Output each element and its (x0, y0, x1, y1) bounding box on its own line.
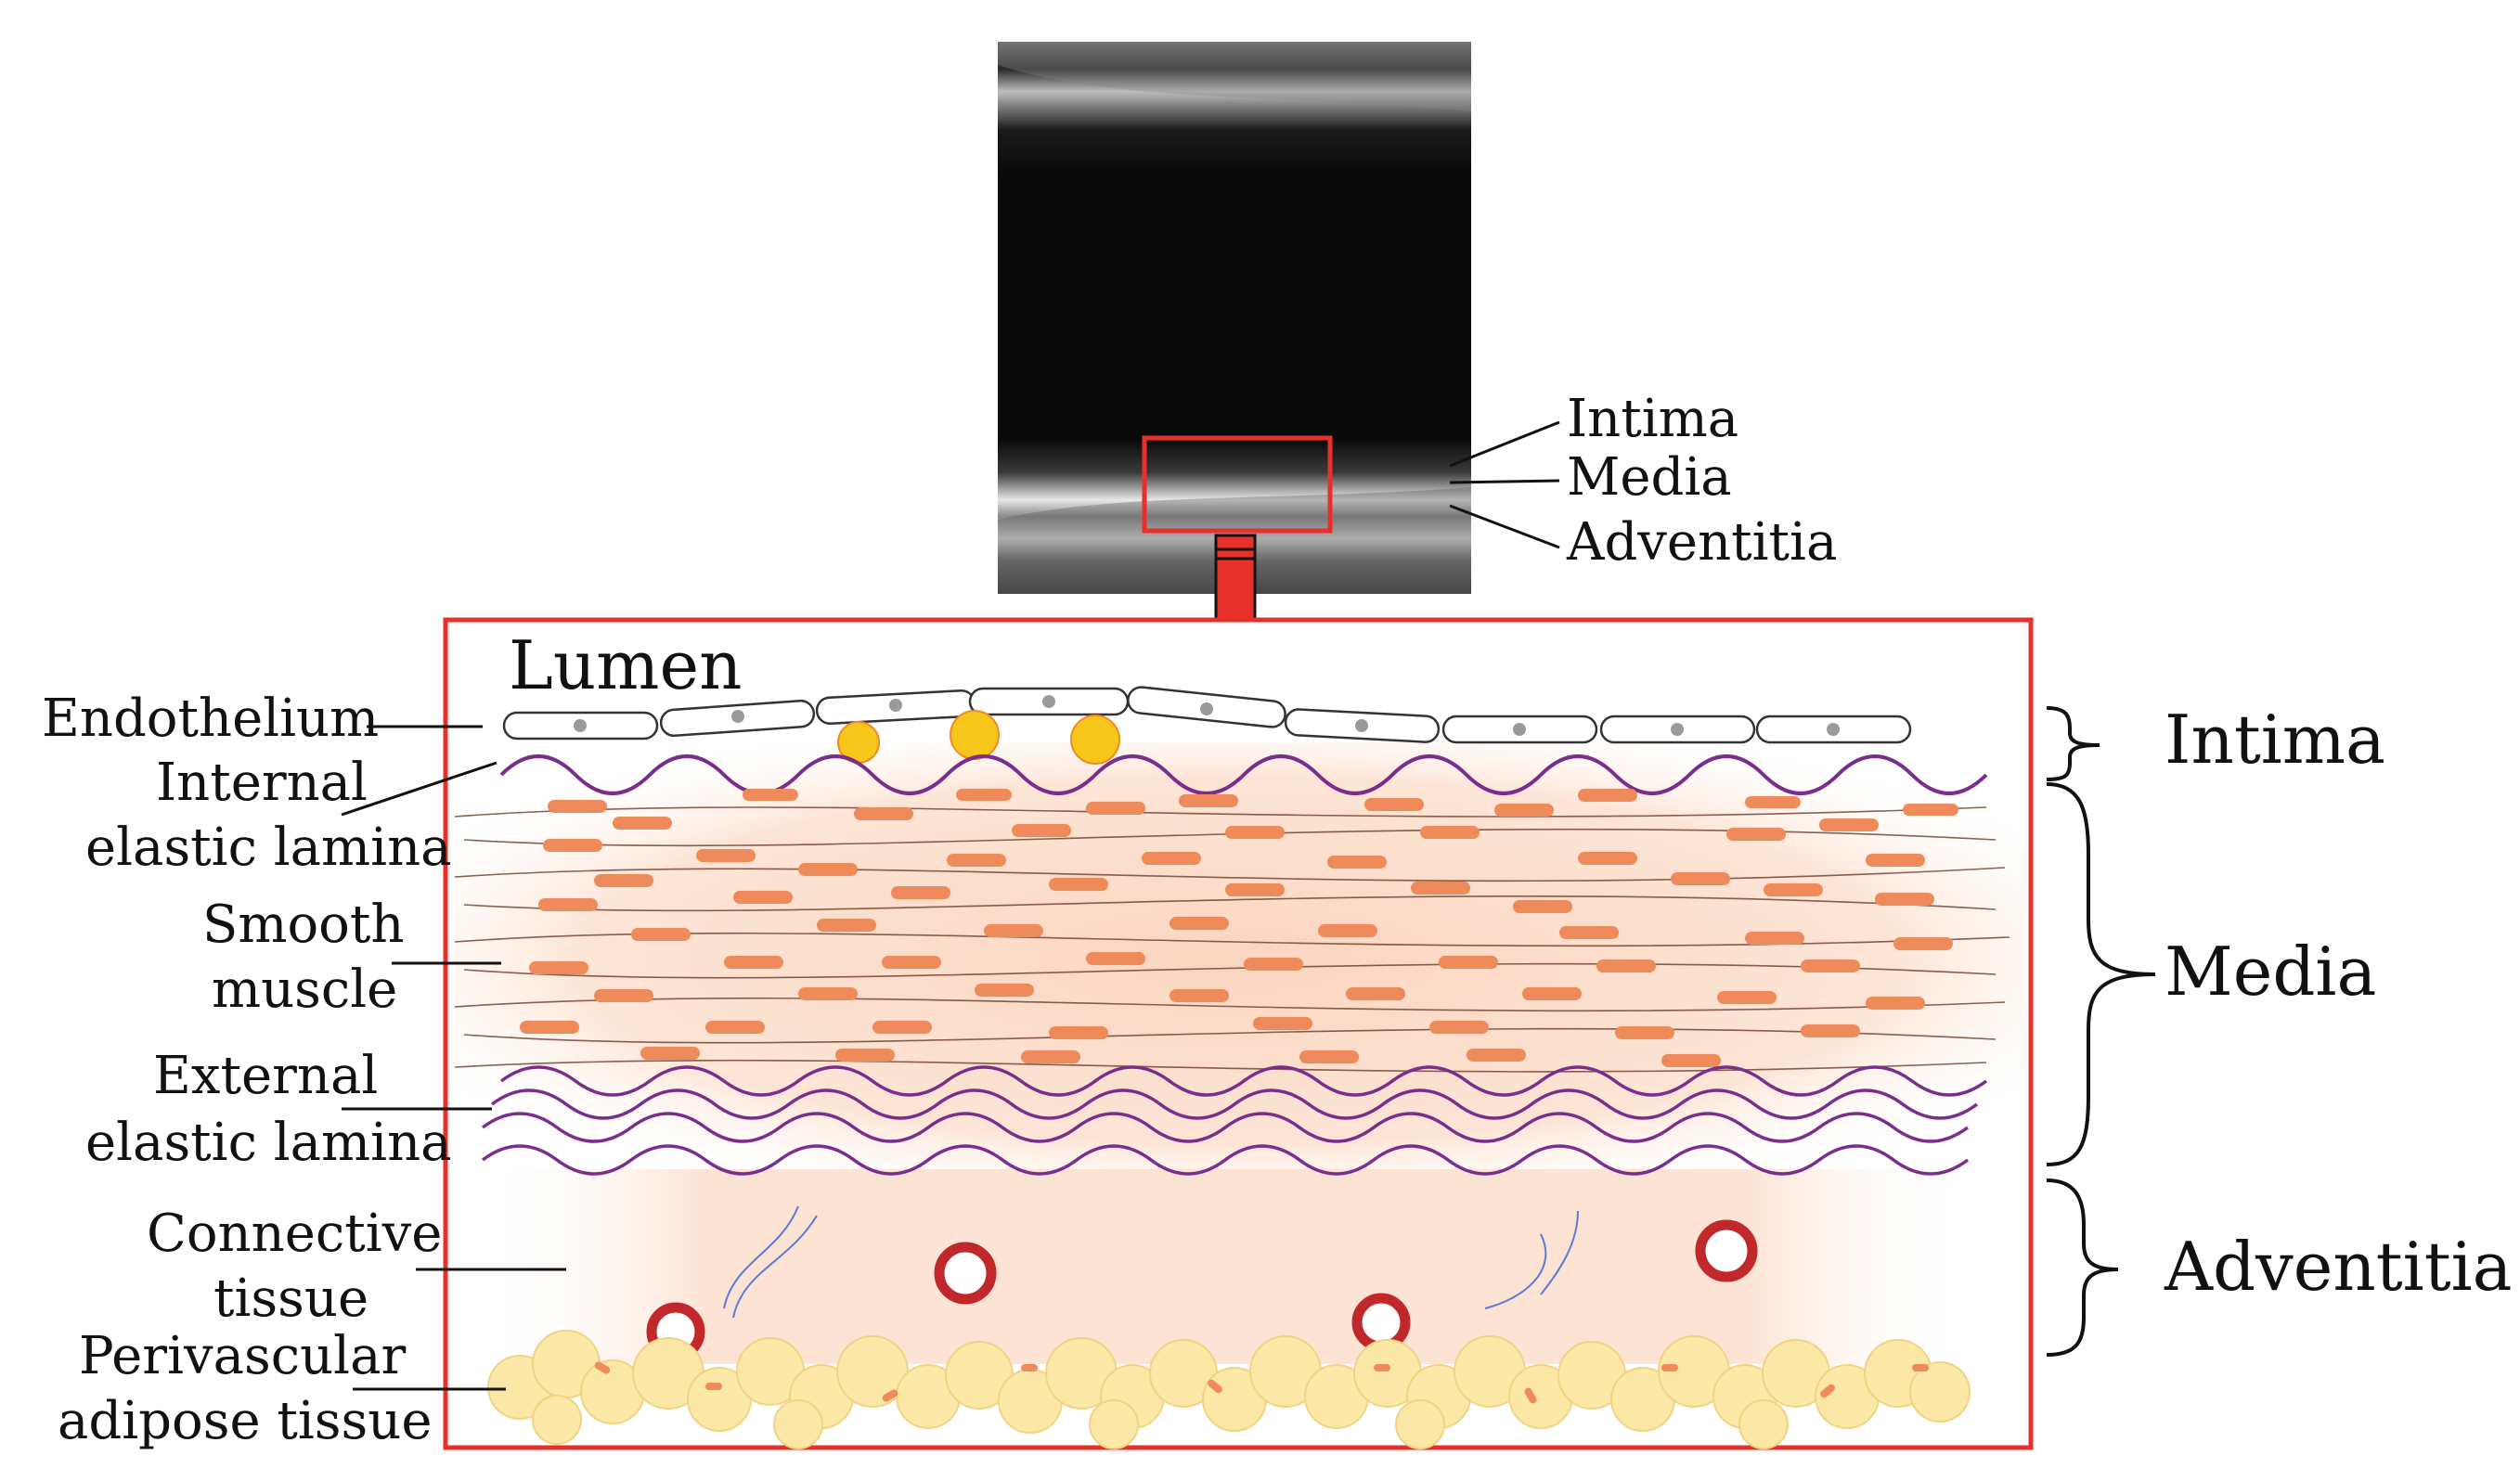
us-label-media: Media (1567, 447, 1732, 508)
layer-label-media: Media (2165, 933, 2376, 1011)
lumen-label: Lumen (509, 626, 742, 704)
brace-media (2046, 782, 2156, 1166)
adipose-layer (487, 1330, 1971, 1449)
layer-braces (2046, 706, 2156, 1357)
ultrasound-leaders (1449, 420, 1560, 549)
label-connective-tissue-2: tissue (213, 1269, 368, 1329)
external-elastic-lamina (481, 1065, 1988, 1176)
detail-panel: Lumen (443, 617, 2034, 1450)
ultrasound-roi-box (1142, 435, 1333, 534)
us-label-intima: Intima (1567, 389, 1738, 449)
brace-intima (2046, 706, 2100, 781)
label-connective-tissue-1: Connective (147, 1204, 442, 1264)
layer-label-adventitia: Adventitia (2164, 1228, 2513, 1306)
ultrasound-image (998, 42, 1471, 594)
label-external-elastic-lamina-2: elastic lamina (85, 1113, 452, 1173)
layer-label-intima: Intima (2165, 701, 2385, 779)
label-perivascular-adipose-2: adipose tissue (58, 1391, 432, 1451)
label-internal-elastic-lamina-1: Internal (156, 753, 368, 813)
brace-adventitia (2046, 1178, 2119, 1357)
label-smooth-muscle-1: Smooth (202, 895, 404, 955)
label-perivascular-adipose-1: Perivascular (79, 1326, 406, 1386)
label-smooth-muscle-2: muscle (212, 959, 397, 1020)
inflammatory-cells (837, 710, 1120, 765)
vasa-vasorum (646, 1219, 1758, 1361)
us-label-adventitia: Adventitia (1566, 512, 1837, 573)
label-endothelium: Endothelium (42, 689, 379, 749)
left-leaders (341, 725, 566, 1391)
connective-fibers (723, 1205, 1579, 1319)
label-external-elastic-lamina-1: External (153, 1046, 378, 1106)
smooth-muscle-layer (454, 789, 2010, 1073)
label-internal-elastic-lamina-2: elastic lamina (85, 818, 452, 878)
